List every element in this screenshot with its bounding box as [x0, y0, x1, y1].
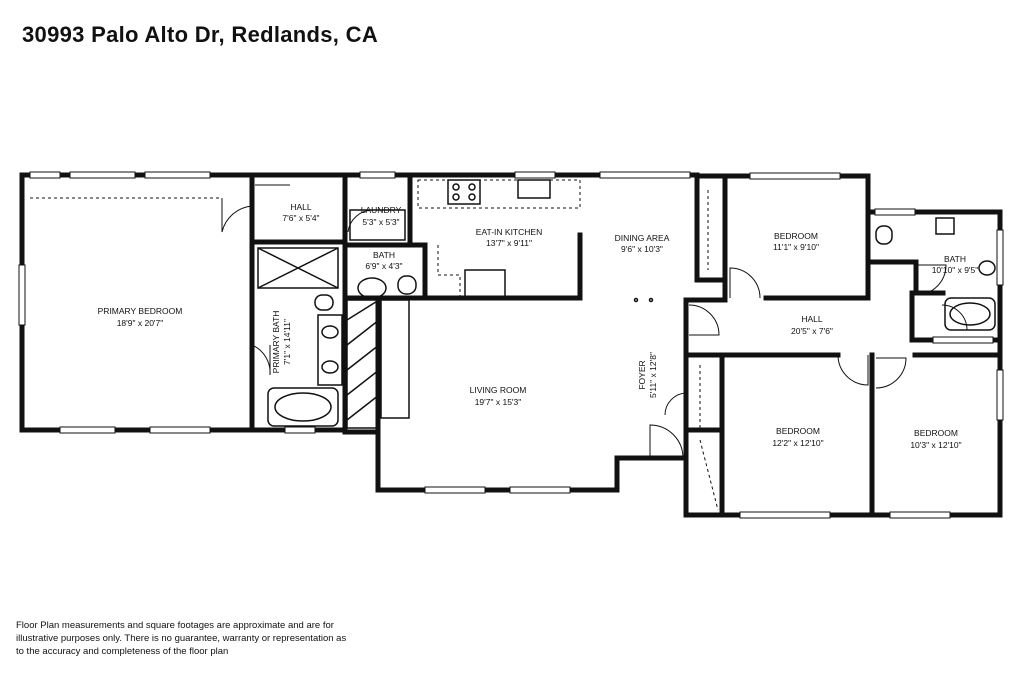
- room-dims-dining: 9'6" x 10'3": [621, 244, 663, 254]
- room-dims-kitchen: 13'7" x 9'11": [486, 238, 532, 248]
- room-name-bedroom-top: BEDROOM: [774, 231, 818, 241]
- exterior-walls: [19, 172, 1003, 518]
- room-name-living: LIVING ROOM: [470, 385, 527, 395]
- room-dims-laundry: 5'3" x 5'3": [362, 217, 399, 227]
- room-name-bath-small: BATH: [373, 250, 395, 260]
- disclaimer-text: Floor Plan measurements and square foota…: [16, 620, 347, 657]
- room-name-bedroom-right: BEDROOM: [914, 428, 958, 438]
- room-dims-bedroom-top: 11'1" x 9'10": [773, 242, 819, 252]
- room-name-hall-small: HALL: [290, 202, 312, 212]
- room-name-dining: DINING AREA: [615, 233, 670, 243]
- windows: [18, 171, 1004, 519]
- room-name-hall-main: HALL: [801, 314, 823, 324]
- room-name-primary-bath: PRIMARY BATH: [271, 311, 281, 374]
- room-dims-living: 19'7" x 15'3": [475, 397, 522, 407]
- room-labels: PRIMARY BEDROOM 18'9" x 20'7" HALL 7'6" …: [98, 202, 979, 450]
- room-name-laundry: LAUNDRY: [361, 205, 402, 215]
- room-dims-primary-bath: 7'1" x 14'11": [282, 319, 292, 365]
- doors: [221, 184, 968, 459]
- room-name-bath-right: BATH: [944, 254, 966, 264]
- interior-walls: [249, 173, 1003, 518]
- room-dims-foyer: 5'11" x 12'8": [648, 352, 658, 398]
- room-dims-bath-small: 6'9" x 4'3": [365, 261, 402, 271]
- room-dims-hall-small: 7'6" x 5'4": [282, 213, 319, 223]
- room-dims-bedroom-right: 10'3" x 12'10": [910, 440, 961, 450]
- fixtures: [30, 179, 996, 511]
- room-name-foyer: FOYER: [637, 360, 647, 389]
- room-dims-hall-main: 20'5" x 7'6": [791, 326, 833, 336]
- page-title: 30993 Palo Alto Dr, Redlands, CA: [22, 22, 379, 47]
- room-name-bedroom-mid: BEDROOM: [776, 426, 820, 436]
- room-name-primary-bedroom: PRIMARY BEDROOM: [98, 306, 183, 316]
- room-dims-bedroom-mid: 12'2" x 12'10": [772, 438, 823, 448]
- room-dims-bath-right: 10'10" x 9'5": [932, 265, 979, 275]
- room-name-kitchen: EAT-IN KITCHEN: [476, 227, 542, 237]
- room-dims-primary-bedroom: 18'9" x 20'7": [117, 318, 164, 328]
